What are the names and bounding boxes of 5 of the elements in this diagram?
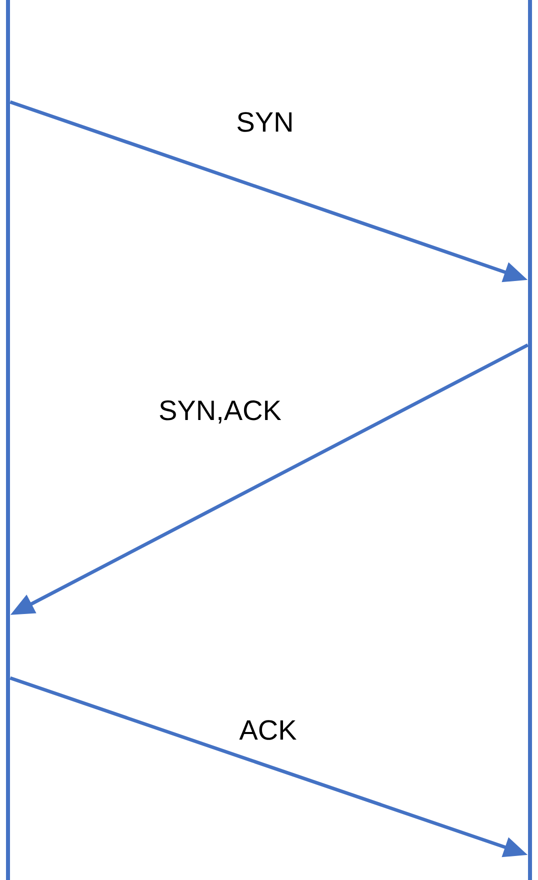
lifeline [6, 0, 10, 880]
edge-label: SYN [237, 112, 292, 132]
lifeline [528, 0, 532, 880]
edge-label: ACK [239, 720, 296, 740]
edge-label: SYN,ACK [160, 400, 282, 424]
